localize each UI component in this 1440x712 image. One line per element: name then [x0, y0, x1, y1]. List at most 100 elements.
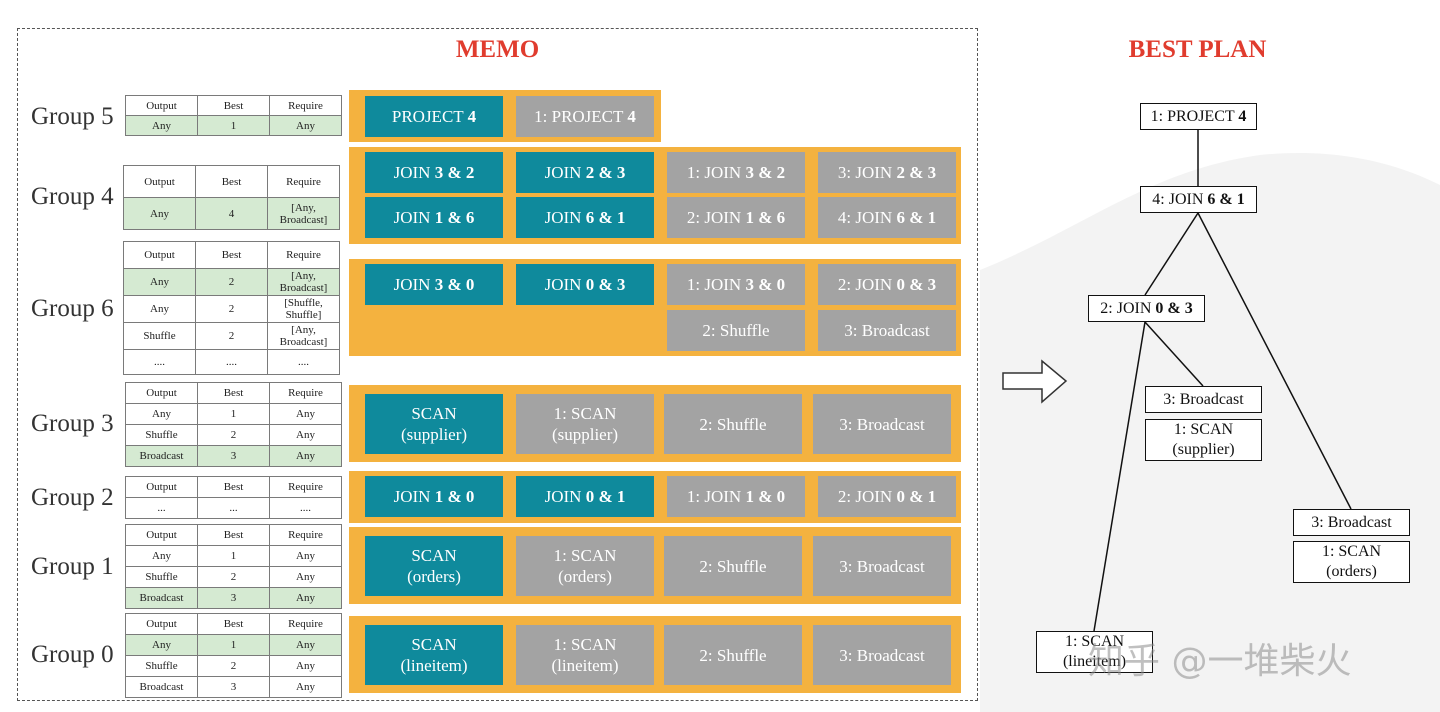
memo-title: MEMO: [455, 36, 540, 63]
box-bold-text: 6 & 1: [896, 208, 937, 227]
plan-node: 3: Broadcast: [1293, 509, 1410, 536]
memo-expression-box: 1: SCAN (supplier): [516, 394, 654, 454]
memo-expression-box: SCAN (lineitem): [365, 625, 503, 685]
box-text: 2: Shuffle: [699, 414, 767, 434]
table-cell: ....: [267, 349, 340, 375]
memo-expression-box: JOIN 6 & 1: [516, 197, 654, 238]
box-text: 3: Broadcast: [839, 645, 925, 665]
memo-expression-box: 2: Shuffle: [664, 625, 802, 685]
table-cell: Any: [123, 197, 196, 230]
plan-node-text: 1: SCAN (supplier): [1172, 421, 1235, 458]
table-cell: ...: [197, 497, 270, 519]
table-cell: Any: [269, 424, 342, 446]
table-header-cell: Best: [197, 476, 270, 498]
box-bold-text: 1 & 0: [434, 487, 475, 506]
table-cell: ....: [195, 349, 268, 375]
memo-expression-box: 1: PROJECT 4: [516, 96, 654, 137]
table-header-cell: Require: [267, 241, 340, 269]
box-text: SCAN (orders): [407, 546, 461, 586]
memo-expression-box: 3: Broadcast: [813, 625, 951, 685]
box-text: 2: JOIN: [686, 208, 746, 227]
table-header-cell: Best: [195, 165, 268, 198]
memo-expression-box: 2: Shuffle: [667, 310, 805, 351]
plan-node-bold-text: 6 & 1: [1207, 190, 1245, 208]
table-cell: Shuffle: [125, 424, 198, 446]
memo-expression-box: 1: JOIN 3 & 0: [667, 264, 805, 305]
table-header-cell: Best: [197, 382, 270, 404]
box-bold-text: 3 & 2: [745, 163, 786, 182]
box-text: 2: Shuffle: [702, 321, 770, 340]
box-text: JOIN: [544, 163, 586, 182]
plan-node-text: 1: PROJECT: [1150, 107, 1239, 125]
box-text: 1: SCAN (orders): [553, 546, 617, 586]
table-cell: 1: [197, 634, 270, 656]
memo-expression-box: JOIN 3 & 2: [365, 152, 503, 193]
table-header-cell: Require: [269, 95, 342, 116]
memo-frame: [17, 28, 978, 701]
table-cell: Any: [269, 566, 342, 588]
table-cell: Shuffle: [125, 566, 198, 588]
watermark: 知乎 @一堆柴火: [1088, 641, 1352, 682]
group-label: Group 4: [31, 183, 114, 210]
memo-expression-box: 1: JOIN 3 & 2: [667, 152, 805, 193]
box-text: JOIN: [544, 275, 586, 294]
table-header-cell: Best: [197, 613, 270, 635]
table-cell: [Any, Broadcast]: [267, 197, 340, 230]
box-bold-text: 1 & 6: [434, 208, 475, 227]
box-bold-text: 0 & 3: [896, 275, 937, 294]
table-cell: Shuffle: [125, 655, 198, 677]
box-text: 2: JOIN: [837, 275, 897, 294]
memo-expression-box: 2: JOIN 0 & 3: [818, 264, 956, 305]
plan-node-text: 1: SCAN (orders): [1321, 543, 1382, 580]
box-text: JOIN: [544, 208, 586, 227]
table-cell: Any: [269, 676, 342, 698]
table-header-cell: Best: [197, 524, 270, 546]
table-cell: Shuffle: [123, 322, 196, 350]
table-cell: Any: [269, 587, 342, 609]
box-text: 1: JOIN: [686, 487, 746, 506]
memo-expression-box: 2: JOIN 1 & 6: [667, 197, 805, 238]
table-row: ............: [123, 349, 340, 375]
table-cell: 3: [197, 445, 270, 467]
box-text: 1: PROJECT: [534, 107, 628, 126]
table-cell: Any: [269, 403, 342, 425]
group-label: Group 6: [31, 295, 114, 322]
box-text: 1: SCAN (supplier): [551, 404, 619, 444]
table-cell: ....: [123, 349, 196, 375]
plan-node-text: 1: SCAN (lineitem): [1062, 633, 1127, 670]
box-bold-text: 2 & 3: [585, 163, 626, 182]
memo-expression-box: JOIN 0 & 1: [516, 476, 654, 517]
table-cell: Any: [269, 634, 342, 656]
box-text: 1: JOIN: [686, 275, 746, 294]
plan-node: 4: JOIN 6 & 1: [1140, 186, 1257, 213]
box-text: PROJECT: [391, 107, 468, 126]
memo-expression-box: 4: JOIN 6 & 1: [818, 197, 956, 238]
memo-expression-box: 2: JOIN 0 & 1: [818, 476, 956, 517]
box-text: JOIN: [393, 275, 435, 294]
box-bold-text: 4: [627, 107, 636, 126]
box-text: 2: Shuffle: [699, 556, 767, 576]
box-text: 3: Broadcast: [844, 321, 930, 340]
table-cell: ...: [125, 497, 198, 519]
table-cell: Any: [269, 655, 342, 677]
table-cell: Any: [123, 295, 196, 323]
table-header-cell: Require: [269, 382, 342, 404]
plan-node-text: 2: JOIN: [1100, 299, 1156, 317]
table-cell: 2: [195, 268, 268, 296]
table-header-cell: Output: [125, 476, 198, 498]
memo-expression-box: 3: Broadcast: [813, 536, 951, 596]
table-cell: Broadcast: [125, 676, 198, 698]
box-text: 1: JOIN: [686, 163, 746, 182]
box-text: JOIN: [393, 163, 435, 182]
box-bold-text: 1 & 6: [745, 208, 786, 227]
table-cell: Any: [125, 115, 198, 136]
box-text: SCAN (lineitem): [400, 635, 468, 675]
